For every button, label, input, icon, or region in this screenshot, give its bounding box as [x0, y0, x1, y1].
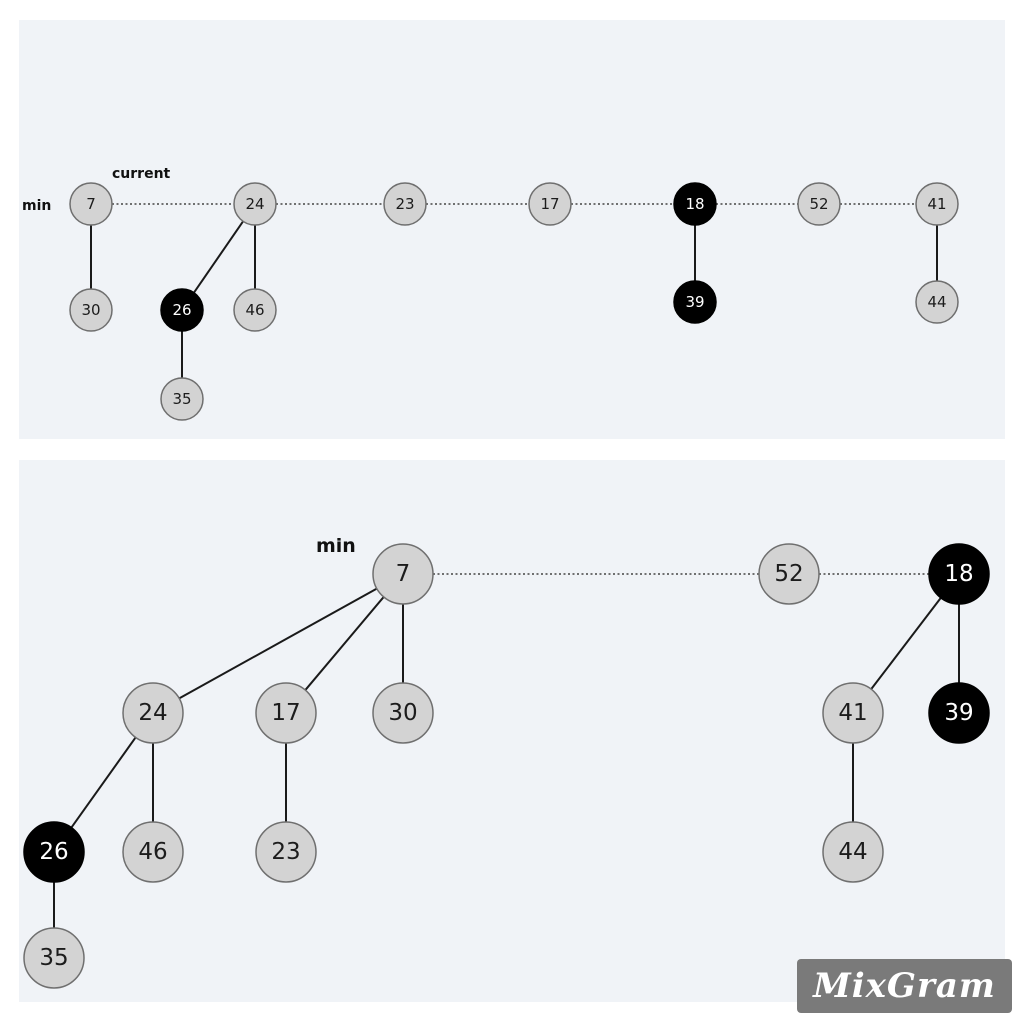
- node-circle: [233, 182, 277, 226]
- node-key-label: 23: [271, 839, 300, 865]
- node-circle: [122, 682, 184, 744]
- heap-node-35: 35: [23, 927, 85, 989]
- marked-node-circle: [673, 280, 717, 324]
- node-circle: [758, 543, 820, 605]
- heap-node-41: 41: [915, 182, 959, 226]
- node-key-label: 30: [81, 301, 100, 319]
- tree-edge-7-17: [304, 596, 385, 691]
- node-key-label: 44: [838, 839, 867, 865]
- heap-node-23: 23: [255, 821, 317, 883]
- node-key-label: 17: [540, 195, 559, 213]
- marked-node-circle: [928, 543, 990, 605]
- heap-node-39: 39: [673, 280, 717, 324]
- node-circle: [383, 182, 427, 226]
- node-key-label: 30: [388, 700, 417, 726]
- node-key-label: 7: [396, 561, 411, 587]
- heap-node-44: 44: [822, 821, 884, 883]
- heap-node-26: 26: [160, 288, 204, 332]
- heap-node-44: 44: [915, 280, 959, 324]
- heap-node-23: 23: [383, 182, 427, 226]
- heap-diagram-after: 7 52 18 24 17 30 41 39 26 46 23 44 35 min: [19, 460, 1005, 1002]
- heap-node-39: 39: [928, 682, 990, 744]
- node-circle: [255, 682, 317, 744]
- node-circle: [122, 821, 184, 883]
- node-key-label: 23: [395, 195, 414, 213]
- node-key-label: 52: [809, 195, 828, 213]
- node-key-label: 39: [685, 293, 704, 311]
- tree-edge-18-41: [870, 597, 942, 690]
- node-key-label: 17: [271, 700, 300, 726]
- tree-edge-24-26: [193, 220, 244, 294]
- heap-node-52: 52: [758, 543, 820, 605]
- node-key-label: 46: [245, 301, 264, 319]
- current-pointer-label: current: [112, 166, 171, 182]
- node-circle: [69, 182, 113, 226]
- node-key-label: 26: [172, 301, 191, 319]
- node-circle: [372, 682, 434, 744]
- node-key-label: 46: [138, 839, 167, 865]
- node-key-label: 44: [927, 293, 946, 311]
- node-key-label: 24: [245, 195, 264, 213]
- watermark-text: MixGram: [813, 966, 996, 1006]
- heap-diagram-before: 7 24 23 17 18 52 41 30 26 46 35 39 44 min current: [19, 20, 1005, 439]
- tree-edge-24-26: [70, 736, 137, 829]
- min-pointer-label: min: [22, 198, 51, 214]
- node-key-label: 35: [172, 390, 191, 408]
- heap-diagram-before-svg: 7 24 23 17 18 52 41 30 26 46 35 39 44 min current: [22, 166, 959, 421]
- node-circle: [528, 182, 572, 226]
- node-circle: [372, 543, 434, 605]
- heap-node-26: 26: [23, 821, 85, 883]
- node-circle: [915, 182, 959, 226]
- node-circle: [822, 821, 884, 883]
- marked-node-circle: [160, 288, 204, 332]
- min-pointer-label: min: [316, 535, 356, 557]
- heap-node-46: 46: [233, 288, 277, 332]
- heap-node-46: 46: [122, 821, 184, 883]
- node-circle: [255, 821, 317, 883]
- heap-node-30: 30: [69, 288, 113, 332]
- node-key-label: 18: [685, 195, 704, 213]
- node-key-label: 41: [838, 700, 867, 726]
- node-key-label: 41: [927, 195, 946, 213]
- node-key-label: 39: [944, 700, 973, 726]
- heap-node-30: 30: [372, 682, 434, 744]
- heap-node-35: 35: [160, 377, 204, 421]
- node-key-label: 18: [944, 561, 973, 587]
- node-key-label: 7: [86, 195, 96, 213]
- marked-node-circle: [23, 821, 85, 883]
- marked-node-circle: [673, 182, 717, 226]
- node-circle: [915, 280, 959, 324]
- heap-node-17: 17: [528, 182, 572, 226]
- heap-node-24: 24: [122, 682, 184, 744]
- heap-node-17: 17: [255, 682, 317, 744]
- node-key-label: 26: [39, 839, 68, 865]
- heap-node-18: 18: [673, 182, 717, 226]
- node-key-label: 52: [774, 561, 803, 587]
- node-circle: [69, 288, 113, 332]
- heap-node-7: 7: [69, 182, 113, 226]
- heap-node-52: 52: [797, 182, 841, 226]
- node-key-label: 35: [39, 945, 68, 971]
- node-key-label: 24: [138, 700, 167, 726]
- node-circle: [797, 182, 841, 226]
- node-circle: [233, 288, 277, 332]
- node-circle: [160, 377, 204, 421]
- node-circle: [822, 682, 884, 744]
- node-circle: [23, 927, 85, 989]
- heap-diagram-after-svg: 7 52 18 24 17 30 41 39 26 46 23 44 35 min: [23, 535, 990, 989]
- heap-node-24: 24: [233, 182, 277, 226]
- mixgram-watermark: MixGram: [797, 959, 1012, 1013]
- heap-node-7: 7: [372, 543, 434, 605]
- heap-node-41: 41: [822, 682, 884, 744]
- tree-edge-7-24: [178, 587, 378, 700]
- marked-node-circle: [928, 682, 990, 744]
- heap-node-18: 18: [928, 543, 990, 605]
